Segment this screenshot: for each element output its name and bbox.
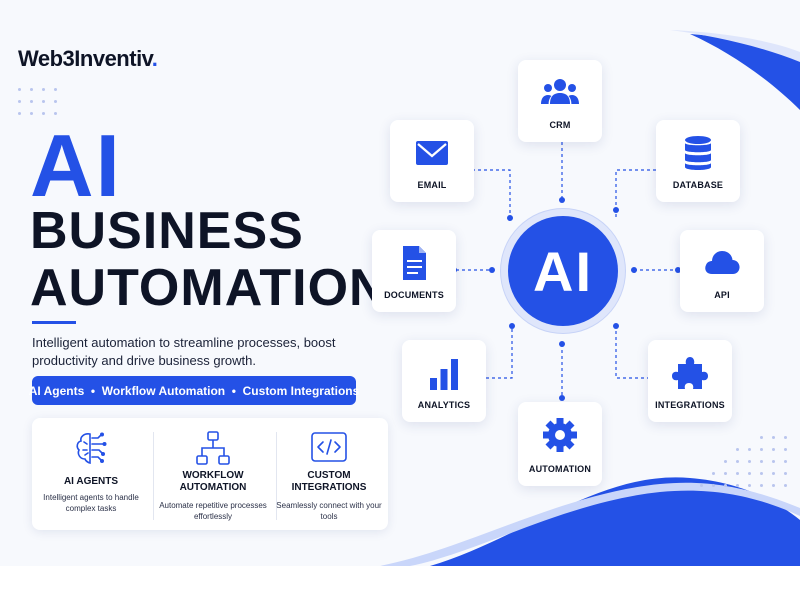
users-icon <box>541 79 579 104</box>
tagline: Intelligent automation to streamline pro… <box>32 335 336 368</box>
node-integrations-label: INTEGRATIONS <box>655 400 725 410</box>
services-pill-text: AI Agents • Workflow Automation • Custom… <box>28 383 360 398</box>
feature-ai-agents-title: AI AGENTS <box>63 476 119 487</box>
node-analytics-label: ANALYTICS <box>417 400 471 410</box>
services-pill: AI Agents • Workflow Automation • Custom… <box>29 376 359 405</box>
node-analytics: ANALYTICS <box>402 340 486 422</box>
node-documents-label: DOCUMENTS <box>384 290 444 300</box>
decorative-dots-right <box>700 436 792 516</box>
node-crm: CRM <box>518 60 602 142</box>
node-email: EMAIL <box>390 120 474 202</box>
feature-ai-agents: AI AGENTS Intelligent agents to handle c… <box>32 418 150 530</box>
bar-chart-icon <box>430 359 458 390</box>
node-api-label: API <box>714 290 730 300</box>
infographic-canvas: Web3Inventiv. AI BUSINESS AUTOMATION Int… <box>18 30 800 566</box>
workflow-icon <box>196 431 230 465</box>
puzzle-icon <box>672 357 708 389</box>
node-database-label: DATABASE <box>672 180 724 190</box>
node-api: API <box>680 230 764 312</box>
brand-logo: Web3Inventiv. <box>18 46 158 72</box>
node-documents: DOCUMENTS <box>372 230 456 312</box>
node-crm-label: CRM <box>549 120 571 130</box>
features-panel: AI AGENTS Intelligent agents to handle c… <box>32 418 388 530</box>
headline-automation: AUTOMATION <box>30 259 388 317</box>
node-automation: AUTOMATION <box>518 402 602 486</box>
envelope-icon <box>416 141 448 165</box>
feature-divider <box>153 432 154 520</box>
gear-icon <box>543 418 577 452</box>
headline-underline <box>32 321 76 324</box>
feature-workflow: WORKFLOW AUTOMATION Automate repetitive … <box>154 418 272 530</box>
code-icon <box>311 432 347 462</box>
feature-divider <box>276 432 277 520</box>
feature-integrations: CUSTOM INTEGRATIONS Seamlessly connect w… <box>270 418 388 530</box>
decorative-dots-top <box>18 88 58 116</box>
brand-accent-dot: . <box>151 46 158 71</box>
connector-lines <box>451 142 681 401</box>
headline-ai: AI <box>30 116 122 215</box>
feature-workflow-title: WORKFLOW AUTOMATION <box>179 470 247 493</box>
document-icon <box>403 246 426 280</box>
brain-circuit-icon <box>76 432 107 465</box>
brand-name: Web3Inventiv <box>18 46 152 71</box>
feature-ai-agents-desc: Intelligent agents to handle complex tas… <box>43 493 139 513</box>
headline-business: BUSINESS <box>30 202 304 260</box>
node-database: DATABASE <box>656 120 740 202</box>
cloud-icon <box>705 251 740 274</box>
node-email-label: EMAIL <box>417 180 447 190</box>
feature-workflow-desc: Automate repetitive processes effortless… <box>159 501 267 521</box>
feature-integrations-title: CUSTOM INTEGRATIONS <box>291 470 367 493</box>
ai-hub-label: AI <box>533 239 593 303</box>
ai-hub: AI <box>508 216 618 326</box>
feature-integrations-desc: Seamlessly connect with your tools <box>276 501 382 521</box>
bottom-margin <box>0 566 800 600</box>
database-icon <box>685 136 711 170</box>
node-integrations: INTEGRATIONS <box>648 340 732 422</box>
decorative-waves <box>380 30 800 566</box>
node-automation-label: AUTOMATION <box>528 464 592 474</box>
